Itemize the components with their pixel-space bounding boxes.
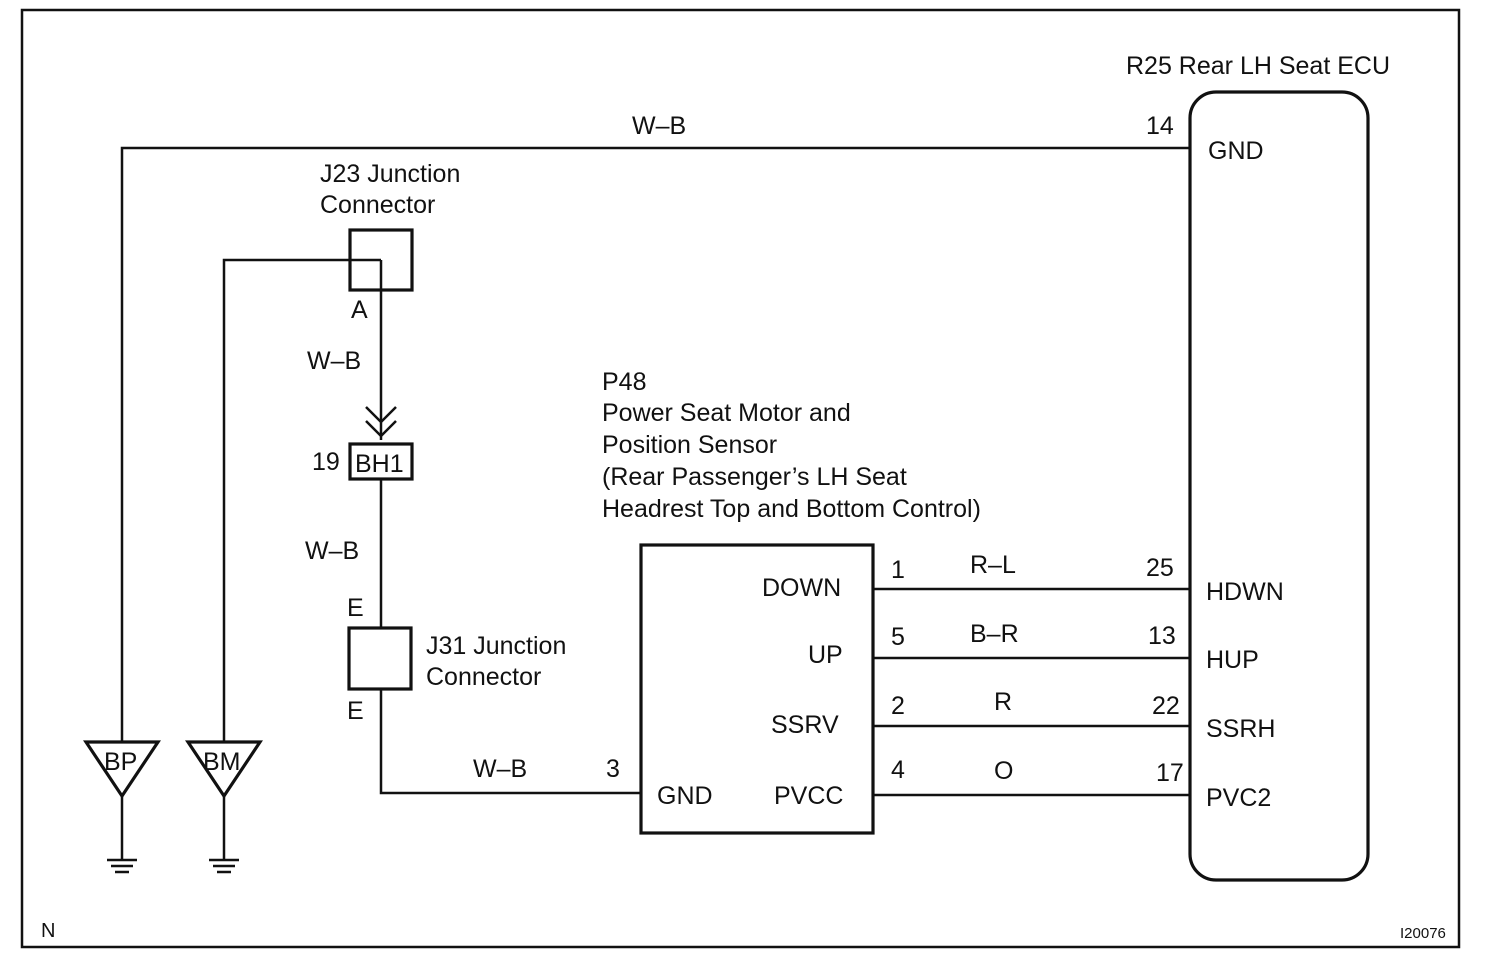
- j31-pin-bottom: E: [347, 697, 364, 725]
- wire-label-j23-bh1: W–B: [307, 347, 361, 375]
- ground-bp-triangle: [83, 740, 161, 799]
- wire-gnd-top: [120, 146, 1190, 742]
- j31-pin-top: E: [347, 594, 364, 622]
- motor-box: [639, 543, 875, 835]
- ground-bm: BM: [185, 740, 263, 874]
- motor-name-line3: (Rear Passenger’s LH Seat: [602, 463, 907, 491]
- wire-j31-to-motor-gnd: [379, 689, 641, 795]
- motor-pin-up-name: UP: [808, 641, 843, 669]
- motor-name-line2: Position Sensor: [602, 431, 777, 459]
- motor-pin-pvcc-name: PVCC: [774, 782, 843, 810]
- wire-label-up: B–R: [970, 620, 1019, 648]
- j31-label-line1: J31 Junction: [426, 632, 566, 660]
- wire-label-gnd-top: W–B: [632, 112, 686, 140]
- ecu-box: [1188, 90, 1370, 882]
- motor-pin-gnd-name: GND: [657, 782, 713, 810]
- j31-connector: [347, 626, 413, 691]
- corner-mark: N: [41, 920, 55, 942]
- ground-bm-label: BM: [203, 748, 241, 776]
- j23-label-line1: J23 Junction: [320, 160, 460, 188]
- figure-id: I20076: [1400, 925, 1446, 942]
- motor-name-line4: Headrest Top and Bottom Control): [602, 495, 981, 523]
- motor-pin-pvcc-num: 4: [891, 756, 905, 784]
- j23-pin-a: A: [351, 296, 368, 324]
- ground-bp: BP: [83, 740, 161, 874]
- motor-pin-ssrv-name: SSRV: [771, 711, 839, 739]
- wire-label-j31-motor: W–B: [473, 755, 527, 783]
- motor-pin-ssrv-num: 2: [891, 692, 905, 720]
- diagram-frame: [20, 8, 1461, 949]
- wire-bm-ground: [222, 258, 381, 742]
- j31-label-line2: Connector: [426, 663, 541, 691]
- motor-id: P48: [602, 368, 646, 396]
- ecu-pin14-num: 14: [1146, 112, 1174, 140]
- ground-bp-label: BP: [104, 748, 137, 776]
- wire-label-bh1-j31: W–B: [305, 537, 359, 565]
- wire-label-pvcc: O: [994, 757, 1013, 785]
- bh1-pin-num: 19: [312, 448, 340, 476]
- bh1-chevron-1: [365, 406, 397, 424]
- motor-pin-down-num: 1: [891, 556, 905, 584]
- ecu-title: R25 Rear LH Seat ECU: [1126, 52, 1390, 80]
- ecu-pin17-num: 17: [1156, 759, 1184, 787]
- ecu-pin13-num: 13: [1148, 622, 1176, 650]
- motor-pin-gnd-num: 3: [606, 755, 620, 783]
- ecu-pin25-num: 25: [1146, 554, 1174, 582]
- wire-label-ssrv: R: [994, 688, 1012, 716]
- ground-bm-triangle: [185, 740, 263, 799]
- ecu-pin-pvc2-name: PVC2: [1206, 784, 1271, 812]
- ecu-pin-hdwn-name: HDWN: [1206, 578, 1284, 606]
- motor-name-line1: Power Seat Motor and: [602, 399, 851, 427]
- motor-pin-down-name: DOWN: [762, 574, 841, 602]
- ecu-pin22-num: 22: [1152, 692, 1180, 720]
- bh1-label: BH1: [355, 450, 404, 478]
- bh1-chevron-2: [365, 420, 397, 438]
- j23-label-line2: Connector: [320, 191, 435, 219]
- ecu-pin14-name: GND: [1208, 137, 1264, 165]
- motor-pin-up-num: 5: [891, 623, 905, 651]
- ecu-pin-hup-name: HUP: [1206, 646, 1259, 674]
- ecu-pin-ssrh-name: SSRH: [1206, 715, 1275, 743]
- wire-label-down: R–L: [970, 551, 1016, 579]
